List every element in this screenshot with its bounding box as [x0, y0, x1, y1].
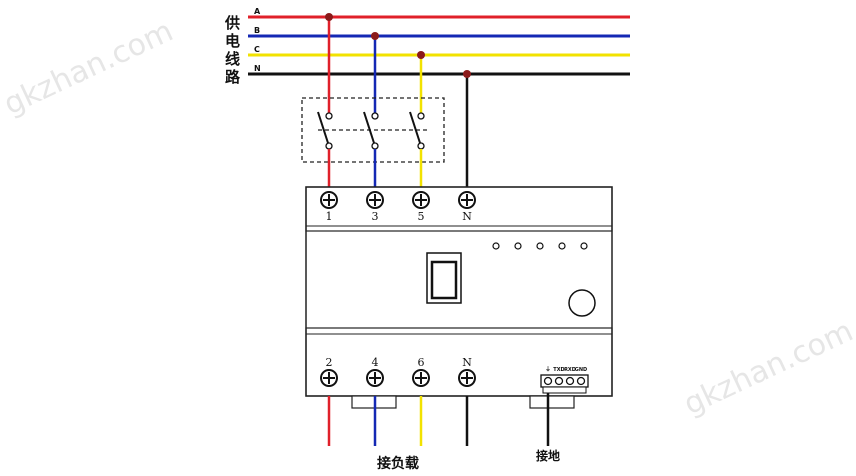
ground-symbol-icon: ⏚	[545, 366, 551, 373]
supply-label-char: 线	[225, 50, 240, 68]
indicator-leds	[492, 242, 588, 250]
supply-label-char: 电	[225, 32, 240, 50]
supply-line-label: 供 电 线 路	[224, 14, 241, 86]
top-terminal-label: 3	[372, 210, 379, 223]
bottom-terminal-6	[412, 369, 430, 387]
led-icon	[492, 242, 500, 250]
top-terminal-3	[366, 191, 384, 209]
top-terminal-1	[320, 191, 338, 209]
bottom-terminal-label: 6	[418, 356, 425, 369]
switch-pole-a	[317, 111, 333, 150]
junction-dot	[417, 51, 425, 59]
led-icon	[514, 242, 522, 250]
phase-label-b: B	[254, 26, 260, 35]
led-icon	[536, 242, 544, 250]
bottom-terminal-4	[366, 369, 384, 387]
comm-port-label: GND	[575, 367, 587, 373]
led-icon	[558, 242, 566, 250]
bottom-terminal-label: 4	[372, 356, 379, 369]
comm-port-block	[540, 374, 589, 394]
watermark-left: gkzhan.com	[0, 14, 178, 123]
breaker-switch-box	[301, 97, 445, 163]
junction-dot	[325, 13, 333, 21]
watermark-right: gkzhan.com	[679, 314, 856, 423]
top-terminal-label: N	[462, 210, 472, 223]
top-terminal-n	[458, 191, 476, 209]
junction-dot	[463, 70, 471, 78]
module-body	[305, 186, 613, 409]
phase-label-n: N	[254, 64, 261, 73]
top-terminal-label: 5	[418, 210, 425, 223]
test-button	[568, 289, 596, 317]
load-label: 接负载	[377, 455, 419, 472]
ground-label: 接地	[536, 448, 560, 463]
bottom-terminal-n	[458, 369, 476, 387]
comm-port-label: TXD	[553, 367, 564, 373]
bottom-terminal-2	[320, 369, 338, 387]
top-terminal-label: 1	[326, 210, 333, 223]
supply-label-char: 路	[225, 68, 241, 86]
supply-label-char: 供	[224, 14, 240, 32]
led-icon	[580, 242, 588, 250]
breaker-toggle	[426, 252, 462, 304]
phase-label-c: C	[254, 45, 260, 54]
switch-pole-b	[363, 111, 379, 150]
phase-label-a: A	[254, 7, 261, 16]
bottom-terminal-label: 2	[326, 356, 333, 369]
bottom-terminal-label: N	[462, 356, 472, 369]
junction-dot	[371, 32, 379, 40]
top-terminal-5	[412, 191, 430, 209]
comm-port-label: RXD	[564, 367, 576, 373]
